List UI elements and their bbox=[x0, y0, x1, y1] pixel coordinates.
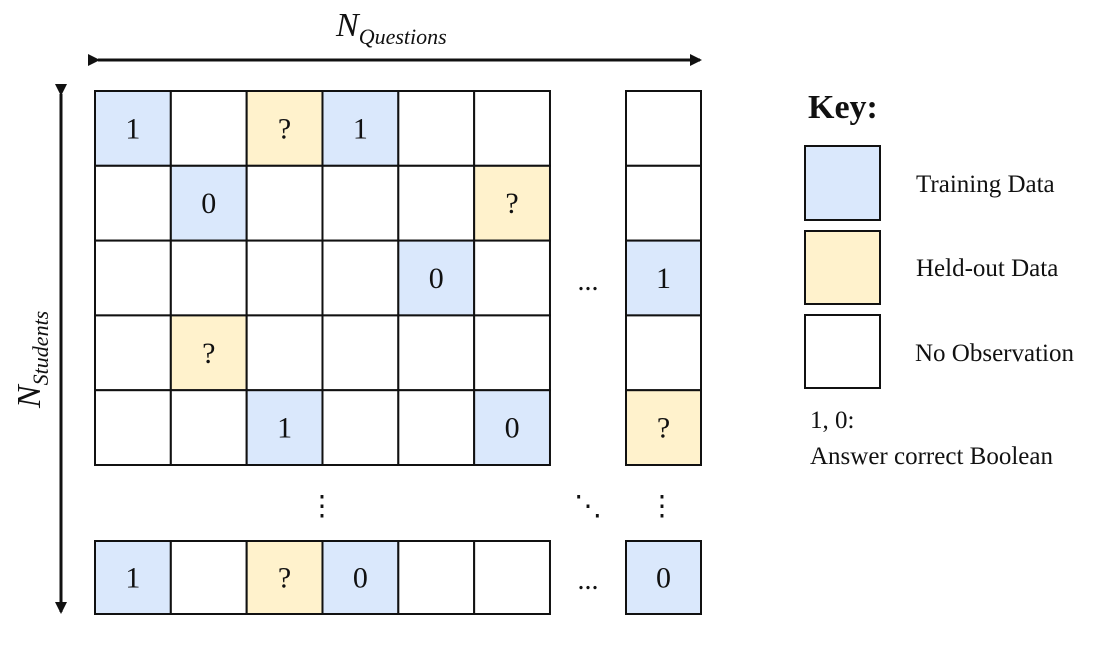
matrix-cell-r1-c5-value: ? bbox=[505, 187, 518, 220]
matrix-cell-r3-last bbox=[625, 314, 702, 392]
matrix-cell-r4-c1 bbox=[169, 389, 248, 467]
matrix-cell-last-c2-value: ? bbox=[278, 562, 291, 595]
matrix-cell-last-last-value: 0 bbox=[656, 562, 671, 595]
matrix-cell-last-c0 bbox=[94, 540, 172, 615]
matrix-cell-r3-c1 bbox=[169, 314, 248, 392]
matrix-cell-r2-last-value: 1 bbox=[656, 262, 671, 295]
legend-swatch-heldout bbox=[804, 230, 881, 305]
matrix-cell-r1-c1-value: 0 bbox=[201, 187, 216, 220]
legend-title: Key: bbox=[808, 89, 878, 126]
students-axis-label: NStudents bbox=[11, 311, 53, 409]
last-column-ellipsis-vertical: ⋮ bbox=[648, 491, 676, 522]
questions-axis-label: NQuestions bbox=[335, 7, 447, 49]
matrix-cell-r2-c1 bbox=[169, 239, 248, 317]
matrix-cell-r1-c1 bbox=[169, 164, 248, 242]
matrix-cell-r2-c4 bbox=[397, 239, 476, 317]
matrix-cell-last-c5 bbox=[473, 540, 551, 615]
matrix-cell-r1-c3 bbox=[321, 164, 400, 242]
matrix-cell-r3-c3 bbox=[321, 314, 400, 392]
matrix-cell-r4-c2 bbox=[245, 389, 324, 467]
matrix-cell-r1-c2 bbox=[245, 164, 324, 242]
matrix-cell-r3-c4 bbox=[397, 314, 476, 392]
legend-label-training: Training Data bbox=[916, 171, 1055, 198]
matrix-cell-r4-c4 bbox=[397, 389, 476, 467]
bottom-row-ellipsis-horizontal: ... bbox=[578, 565, 599, 596]
matrix-cell-r2-c5 bbox=[473, 239, 551, 317]
matrix-cell-last-c3-value: 0 bbox=[353, 562, 368, 595]
matrix-grid: 1? 1 0? 0? 1 0 1? 1? 0 0 bbox=[94, 90, 702, 615]
legend-label-heldout: Held-out Data bbox=[916, 255, 1058, 282]
row-ellipsis-horizontal: ... bbox=[578, 266, 599, 297]
matrix-cell-r1-last bbox=[625, 164, 702, 242]
legend-note-values: 1, 0: bbox=[810, 407, 854, 434]
matrix-cell-r4-c0 bbox=[94, 389, 172, 467]
matrix-cell-r0-c5 bbox=[473, 90, 551, 167]
matrix-cell-r3-c5 bbox=[473, 314, 551, 392]
matrix-cell-r3-c1-value: ? bbox=[202, 337, 215, 370]
matrix-cell-r4-last-value: ? bbox=[657, 412, 670, 445]
matrix-cell-last-c3 bbox=[321, 540, 400, 615]
matrix-cell-r4-last bbox=[625, 389, 702, 467]
matrix-cell-last-c0-value: 1 bbox=[125, 562, 140, 595]
matrix-cell-last-last bbox=[625, 540, 702, 615]
matrix-cell-r0-last bbox=[625, 90, 702, 167]
legend-note-description: Answer correct Boolean bbox=[810, 443, 1053, 470]
matrix-cell-r2-c0 bbox=[94, 239, 172, 317]
matrix-cell-r2-c2 bbox=[245, 239, 324, 317]
matrix-cell-r1-c4 bbox=[397, 164, 476, 242]
matrix-cell-r2-c4-value: 0 bbox=[429, 262, 444, 295]
matrix-cell-r0-c1 bbox=[169, 90, 248, 167]
legend: Key: Training Data Held-out Data No Obse… bbox=[804, 89, 1074, 470]
matrix-cell-last-c1 bbox=[169, 540, 248, 615]
matrix-cell-r3-c0 bbox=[94, 314, 172, 392]
matrix-cell-r1-c5 bbox=[473, 164, 551, 242]
matrix-cell-r0-c0-value: 1 bbox=[125, 112, 140, 145]
matrix-cell-r3-c2 bbox=[245, 314, 324, 392]
matrix-cell-r0-c2 bbox=[245, 90, 324, 167]
matrix-cell-last-c4 bbox=[397, 540, 476, 615]
matrix-cell-r4-c3 bbox=[321, 389, 400, 467]
matrix-cell-r0-c3 bbox=[321, 90, 400, 167]
legend-label-no-observation: No Observation bbox=[915, 340, 1074, 367]
diagonal-ellipsis: ⋱ bbox=[574, 491, 602, 522]
matrix-cell-r0-c4 bbox=[397, 90, 476, 167]
matrix-cell-r0-c2-value: ? bbox=[278, 112, 291, 145]
matrix-cell-r1-c0 bbox=[94, 164, 172, 242]
matrix-cell-r4-c5 bbox=[473, 389, 551, 467]
matrix-cell-r2-c3 bbox=[321, 239, 400, 317]
matrix-cell-r0-c3-value: 1 bbox=[353, 112, 368, 145]
matrix-cell-r4-c2-value: 1 bbox=[277, 412, 292, 445]
matrix-cell-r4-c5-value: 0 bbox=[505, 412, 520, 445]
column-ellipsis-vertical: ⋮ bbox=[308, 491, 336, 522]
legend-swatch-training bbox=[804, 145, 881, 221]
legend-swatch-no-observation bbox=[804, 314, 881, 389]
